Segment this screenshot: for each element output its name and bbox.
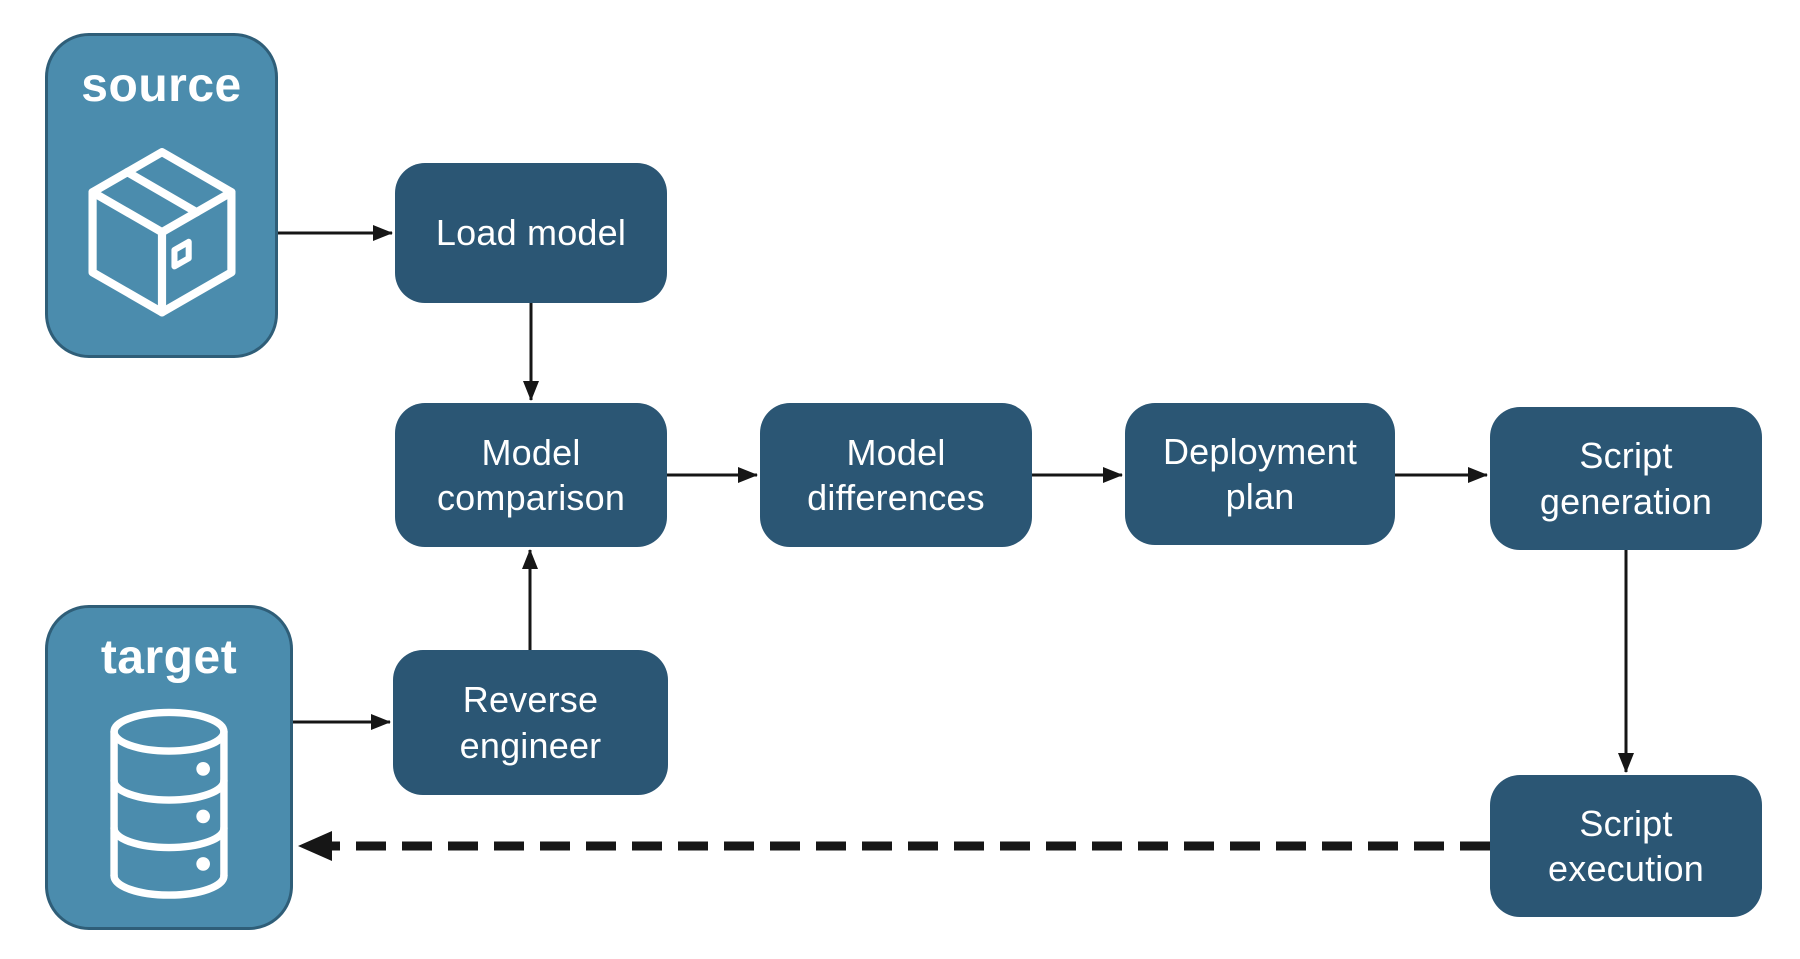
source-label: source — [81, 59, 242, 112]
node-reverse-engineer: Reverse engineer — [393, 650, 668, 795]
package-icon — [48, 113, 275, 355]
node-script-execution: Script execution — [1490, 775, 1762, 917]
node-deployment-plan: Deployment plan — [1125, 403, 1395, 545]
database-icon — [48, 685, 290, 927]
node-target: target — [45, 605, 293, 930]
node-model-differences: Model differences — [760, 403, 1032, 547]
node-script-generation: Script generation — [1490, 407, 1762, 550]
target-label: target — [100, 631, 238, 684]
node-load-model: Load model — [395, 163, 667, 303]
node-model-comparison: Model comparison — [395, 403, 667, 547]
node-source: source — [45, 33, 278, 358]
